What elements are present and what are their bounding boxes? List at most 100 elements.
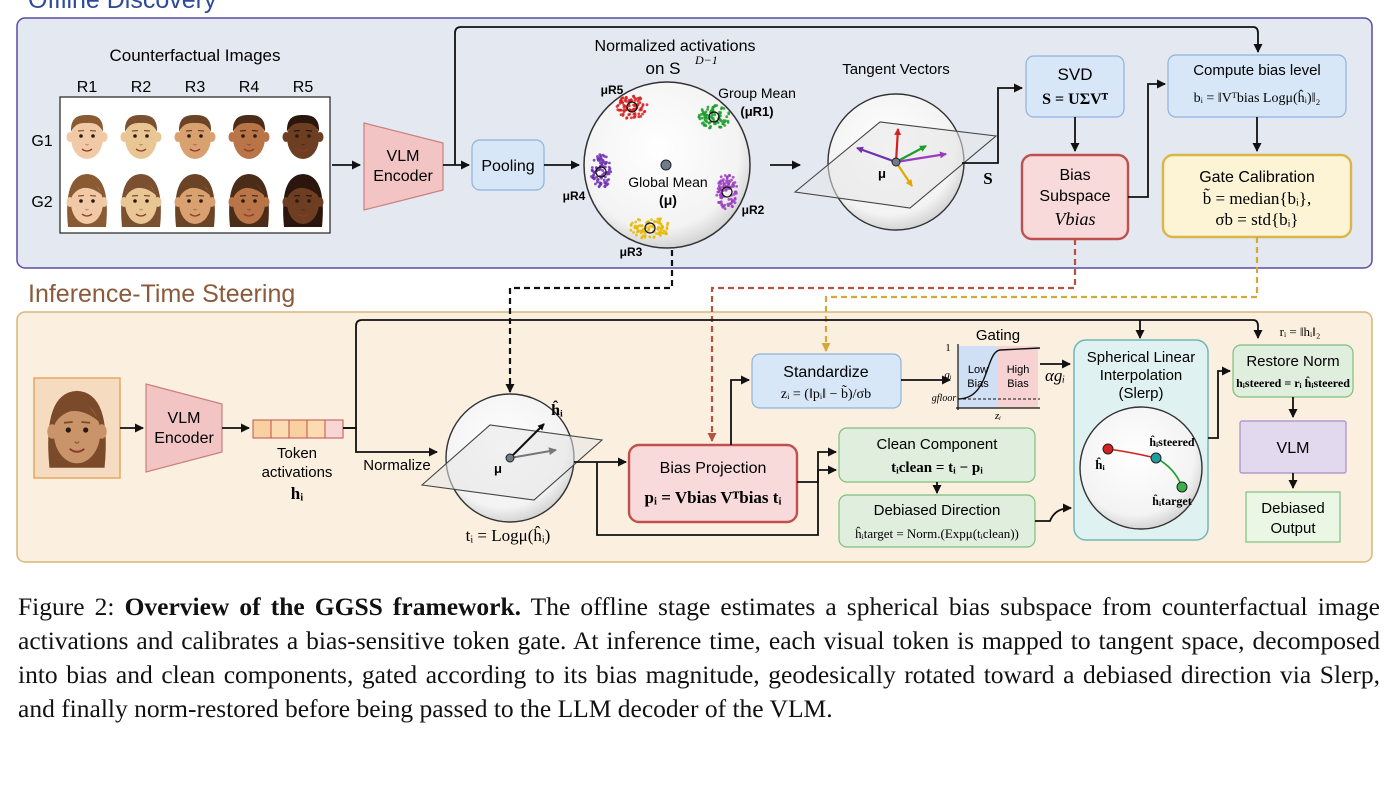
figure: Counterfactual Images R1 R2 R3 R4 R5 G1 … — [16, 0, 1373, 563]
framework-diagram: Counterfactual Images R1 R2 R3 R4 R5 G1 … — [16, 17, 1373, 563]
tangent-vector-red — [894, 128, 902, 163]
token-label: Token — [277, 445, 317, 462]
sphere-title-2: on S — [646, 59, 681, 78]
cluster-label-r5: μR5 — [601, 83, 624, 97]
inference-section-title: Inference-Time Steering — [28, 280, 296, 308]
standardize-formula: zᵢ = (‖pᵢ‖ − b̃)/σb — [781, 385, 871, 402]
inference-mu-dot — [505, 453, 515, 463]
gate-calibration-title: Gate Calibration — [1199, 169, 1315, 186]
sphere-sup: D−1 — [694, 53, 718, 67]
encoder-label: Encoder — [373, 168, 433, 185]
restore-norm-title: Restore Norm — [1246, 353, 1339, 370]
gating-high-label: High — [1007, 364, 1030, 376]
slerp-sphere — [1079, 406, 1203, 530]
standardize-box — [751, 353, 902, 409]
gating-low-label: Bias — [967, 378, 989, 390]
female-face — [174, 174, 216, 227]
restore-norm-formula: hᵢsteered = rᵢ ĥᵢsteered — [1236, 375, 1350, 390]
encoder-label: VLM — [387, 148, 420, 165]
offline-section-title: Offline Discovery — [28, 0, 217, 14]
male-face — [174, 114, 216, 159]
bias-projection-title: Bias Projection — [660, 460, 767, 477]
token-label: activations — [262, 464, 333, 481]
slerp-target-label: ĥᵢtarget — [1152, 493, 1191, 508]
group-mean-label: Group Mean — [718, 85, 796, 101]
gate-calibration-line1: b̃ = median{bᵢ}, — [1203, 189, 1311, 208]
race-labels: R1 R2 R3 R4 R5 — [77, 79, 314, 96]
cluster-r5 — [615, 94, 649, 120]
dashed-gate-to-standardize — [821, 237, 1259, 352]
caption-body: The offline stage estimates a spherical … — [18, 592, 1380, 723]
cluster-label-r2: μR2 — [742, 203, 765, 217]
gating-gi: gᵢ — [944, 369, 952, 381]
gating-low-label: Low — [968, 364, 988, 376]
race-label: R2 — [131, 79, 152, 96]
tangent-formula: tᵢ = Logμ(ĥᵢ) — [466, 526, 551, 545]
sphere-title: Normalized activations — [595, 38, 756, 55]
female-face — [282, 174, 324, 227]
cluster-label-r4: μR4 — [563, 189, 586, 203]
slerp-steered-dot — [1150, 452, 1162, 464]
tangent-mu: μ — [878, 166, 886, 181]
hhat-label: ĥᵢ — [551, 399, 563, 419]
debiased-direction-title: Debiased Direction — [874, 502, 1001, 519]
global-mean-symbol: (μ) — [659, 192, 677, 208]
bias-projection-box — [627, 443, 799, 524]
s-label: S — [983, 169, 992, 188]
input-face — [47, 390, 107, 468]
debiased-direction-formula: ĥᵢtarget = Norm.(Expμ(tᵢclean)) — [855, 526, 1019, 541]
tangent-origin — [891, 157, 901, 167]
slerp-title: Spherical Linear — [1087, 349, 1195, 366]
cluster-label-r3: μR3 — [620, 245, 643, 259]
tangent-vector-yellow — [895, 161, 913, 187]
cluster-r1 — [697, 104, 731, 130]
token-symbol: hᵢ — [291, 484, 303, 503]
slerp-steered-label: ĥᵢsteered — [1149, 434, 1195, 449]
bias-subspace-symbol: Vbias — [1054, 209, 1095, 229]
standardize-title: Standardize — [783, 364, 868, 381]
bias-projection-formula: pᵢ = Vbias Vᵀbias tᵢ — [645, 488, 782, 507]
cluster-r2 — [715, 173, 738, 211]
female-face — [66, 174, 108, 227]
arrow-to-svd — [962, 83, 1023, 164]
pooling-label: Pooling — [481, 158, 534, 175]
arrow-slerp-to-restore — [1208, 366, 1231, 439]
male-face — [120, 114, 162, 159]
activation-clusters — [590, 94, 738, 240]
group-mean-marker — [644, 222, 656, 234]
vlm-label: VLM — [1277, 440, 1310, 457]
slerp-target-dot — [1176, 481, 1188, 493]
slerp-title: (Slerp) — [1118, 385, 1163, 402]
tangent-vector-purple2 — [895, 151, 947, 164]
group-mean-marker — [595, 166, 607, 178]
dashed-sphere-to-tangent — [505, 250, 674, 393]
debiased-output-box — [1245, 491, 1341, 543]
male-face — [228, 114, 270, 159]
clean-component-formula: tᵢclean = tᵢ − pᵢ — [891, 460, 983, 476]
vlm-encoder-inference — [145, 383, 223, 473]
encoder-label: VLM — [168, 410, 201, 427]
hhat-vector — [509, 423, 545, 459]
caption-bold: Overview of the GGSS framework. — [124, 592, 522, 621]
clean-component-title: Clean Component — [877, 436, 999, 453]
cluster-r4 — [590, 153, 613, 189]
cluster-r3 — [629, 217, 670, 240]
arrow-to-clean — [797, 447, 837, 483]
compute-bias-title: Compute bias level — [1193, 62, 1321, 79]
female-face — [120, 174, 162, 227]
arrow-lower-loop — [596, 462, 837, 536]
caption-lead: Figure 2: — [18, 592, 125, 621]
slerp-h-label: ĥᵢ — [1095, 457, 1105, 472]
group-mean-marker — [708, 111, 720, 123]
inference-mu: μ — [494, 461, 502, 476]
arrow-normalize — [343, 427, 438, 457]
female-face — [47, 390, 107, 468]
figure-caption: Figure 2: Overview of the GGSS framework… — [18, 590, 1380, 726]
slerp-title: Interpolation — [1100, 367, 1183, 384]
alpha-g-label: αgᵢ — [1045, 366, 1065, 385]
output-label: Output — [1270, 520, 1316, 537]
output-label: Debiased — [1261, 500, 1324, 517]
group-mean-marker — [626, 101, 638, 113]
normalize-label: Normalize — [363, 457, 431, 474]
svd-formula: S = UΣVᵀ — [1042, 91, 1109, 108]
